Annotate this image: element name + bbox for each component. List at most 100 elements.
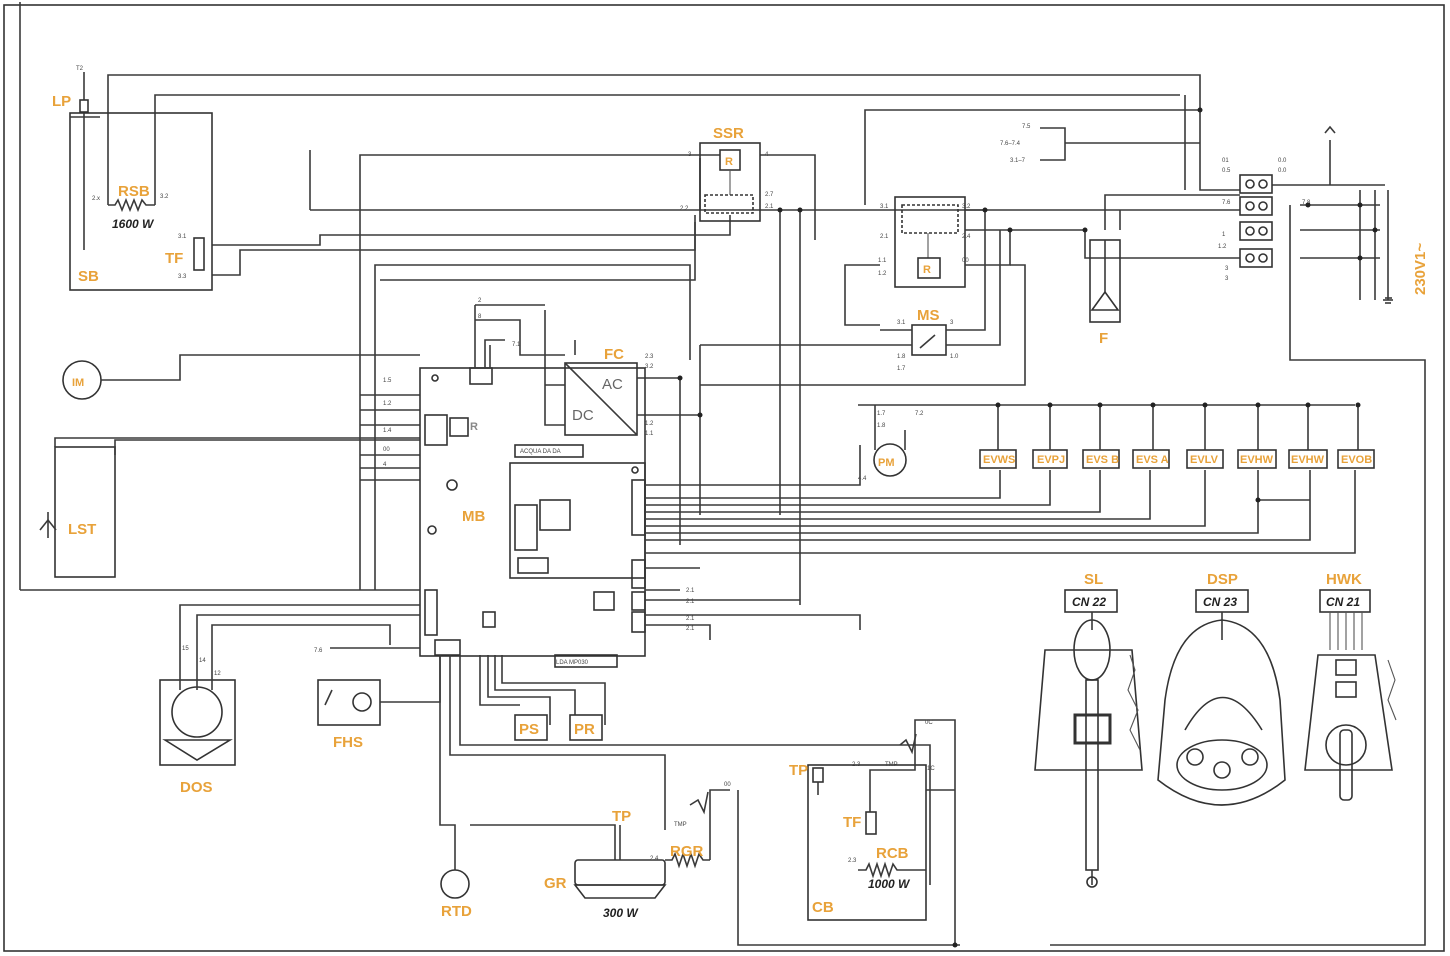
- svg-text:00: 00: [724, 782, 731, 788]
- fhs-block: FHS 7.6: [314, 647, 441, 751]
- svg-text:7.1: 7.1: [512, 342, 521, 348]
- mb-daughterboard: [509, 462, 646, 579]
- cn22-box: [1064, 589, 1118, 613]
- rsb-label: RSB: [118, 183, 150, 200]
- dsp-body: [1157, 619, 1286, 806]
- valve-evlv: EVLV: [1186, 405, 1224, 469]
- svg-text:1C: 1C: [927, 766, 935, 772]
- svg-text:2.3: 2.3: [852, 762, 861, 768]
- svg-text:2.3: 2.3: [848, 858, 857, 864]
- ssr-relay-label: R: [725, 156, 733, 168]
- svg-text:2.1: 2.1: [880, 234, 889, 240]
- svg-text:0.0: 0.0: [1278, 168, 1287, 174]
- valve-evhw-2: EVHW: [1288, 405, 1328, 469]
- ms-label: MS: [917, 307, 940, 324]
- svg-text:2.2: 2.2: [680, 206, 689, 212]
- sb-boiler-box: [69, 112, 213, 291]
- mb-right-wiring: 2.1 2.1 2.1 2.1: [645, 404, 1356, 640]
- svg-text:0C: 0C: [925, 720, 933, 726]
- fc-label: FC: [604, 346, 624, 363]
- fc-ac-label: AC: [602, 376, 623, 393]
- svg-text:3.2: 3.2: [160, 194, 169, 200]
- svg-text:TMP: TMP: [674, 822, 687, 828]
- svg-text:0.5: 0.5: [1222, 168, 1231, 174]
- cn21-box: [1319, 589, 1371, 613]
- lst-box: [54, 446, 116, 578]
- fhs-label: FHS: [333, 734, 363, 751]
- svg-text:4: 4: [765, 152, 769, 158]
- relay2-label: R: [923, 264, 931, 276]
- svg-text:0.0: 0.0: [1278, 158, 1287, 164]
- svg-text:3: 3: [1225, 266, 1229, 272]
- svg-text:R: R: [470, 421, 478, 433]
- valve-evob: EVOB: [1337, 405, 1375, 469]
- svg-text:1.7: 1.7: [877, 411, 886, 417]
- lst-sensor: LST: [39, 437, 420, 578]
- cn21-label: CN 21: [1326, 595, 1360, 609]
- svg-text:1.5: 1.5: [383, 378, 392, 384]
- svg-text:2.1: 2.1: [686, 588, 695, 594]
- sb-label: SB: [78, 268, 99, 285]
- pr-label: PR: [574, 721, 595, 738]
- svg-text:7.5: 7.5: [1022, 124, 1031, 130]
- fuse-block: F: [1089, 239, 1121, 347]
- svg-text:3.3: 3.3: [178, 274, 187, 280]
- cn22-label: CN 22: [1072, 595, 1106, 609]
- rcb-label: RCB: [876, 845, 909, 862]
- svg-text:1.2: 1.2: [383, 401, 392, 407]
- hwk-label: HWK: [1326, 571, 1362, 588]
- dsp-display: DSP CN 23: [1157, 571, 1286, 806]
- valve-evsb: EVS B: [1082, 405, 1120, 469]
- lp-label: LP: [52, 93, 71, 110]
- pm-label: PM: [878, 457, 895, 469]
- rcb-power: 1000 W: [868, 877, 911, 891]
- rgr-label: RGR: [670, 843, 704, 860]
- rsb-power: 1600 W: [112, 217, 155, 231]
- fc-converter: AC DC FC 2.3 3.2 1.2 1.1 2 8: [475, 298, 700, 437]
- svg-text:1: 1: [1222, 232, 1226, 238]
- lst-label: LST: [68, 521, 96, 538]
- terminal-bracket: 7.5 7.6–7.4 3.1–7: [1000, 124, 1200, 164]
- sb-block: LP T2 RSB 1600 W 2.x 3.2 TF 3.1 3.3 SB: [52, 66, 213, 291]
- valve-evsa: EVS A: [1132, 405, 1170, 469]
- tp-cb-label: TP: [789, 762, 808, 779]
- svg-text:1.4: 1.4: [383, 428, 392, 434]
- svg-text:2.1: 2.1: [686, 616, 695, 622]
- terminal-block: 01 0.5 0.0 0.0 7.6 7.8 1 1.2 3 3: [1218, 158, 1311, 282]
- dsp-label: DSP: [1207, 571, 1238, 588]
- svg-text:ACQUA DA DA: ACQUA DA DA: [520, 449, 561, 455]
- mb-label: MB: [462, 508, 485, 525]
- svg-text:EVWS: EVWS: [983, 454, 1015, 466]
- sl-label: SL: [1084, 571, 1103, 588]
- dos-label: DOS: [180, 779, 213, 796]
- svg-text:3.1: 3.1: [880, 204, 889, 210]
- svg-text:1.1: 1.1: [878, 258, 887, 264]
- svg-text:00: 00: [962, 258, 969, 264]
- dos-box: [159, 679, 236, 766]
- svg-text:2.1: 2.1: [686, 626, 695, 632]
- svg-text:2.1: 2.1: [765, 204, 774, 210]
- svg-text:3.1: 3.1: [897, 320, 906, 326]
- tf-sb-label: TF: [165, 250, 183, 267]
- svg-text:2.4: 2.4: [962, 234, 971, 240]
- svg-text:1.1: 1.1: [645, 431, 654, 437]
- svg-text:1.2: 1.2: [878, 271, 887, 277]
- svg-text:3: 3: [1225, 276, 1229, 282]
- svg-text:3: 3: [688, 152, 692, 158]
- svg-text:EVHW: EVHW: [1240, 454, 1274, 466]
- im-label: IM: [72, 377, 84, 389]
- rtd-gr-block: RTD GR 300 W TP RGR 2.4 00 TMP: [439, 655, 960, 946]
- ps-pr-block: PS PR: [479, 655, 606, 741]
- svg-text:8: 8: [478, 314, 482, 320]
- relay-box: [894, 196, 966, 288]
- svg-text:3.2: 3.2: [645, 364, 654, 370]
- svg-text:1.8: 1.8: [897, 354, 906, 360]
- gr-power: 300 W: [603, 906, 639, 920]
- svg-text:EVLV: EVLV: [1190, 454, 1219, 466]
- svg-text:1.8: 1.8: [877, 423, 886, 429]
- junction-dots: [677, 107, 1378, 948]
- svg-text:2.1: 2.1: [686, 599, 695, 605]
- svg-text:EVS B: EVS B: [1086, 454, 1119, 466]
- tf-sb-thermostat: [193, 237, 205, 271]
